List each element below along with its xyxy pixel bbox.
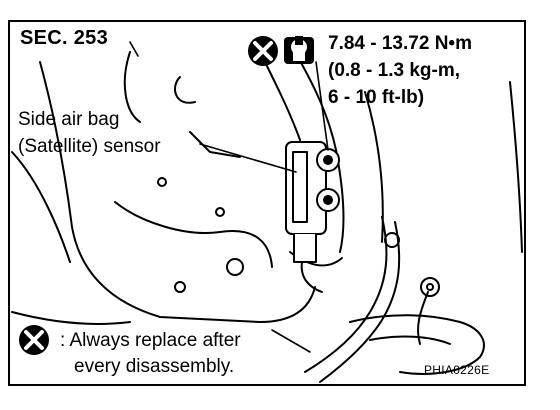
bracket-inner bbox=[369, 335, 451, 345]
leader-sensor bbox=[199, 143, 297, 173]
figure-code: PHIA0226E bbox=[424, 363, 490, 377]
right-trim-curve bbox=[364, 91, 384, 243]
section-reference: SEC. 253 bbox=[20, 27, 109, 49]
inner-panel-edge bbox=[11, 151, 71, 263]
legend-do-not-reuse-icon bbox=[19, 325, 49, 355]
panel-curve-left bbox=[123, 51, 141, 123]
ground-bolt bbox=[420, 277, 440, 297]
leader-note bbox=[271, 329, 311, 353]
leader-torque bbox=[315, 61, 329, 151]
harness-clip bbox=[384, 232, 400, 248]
sensor-connector bbox=[293, 233, 317, 263]
diagram-frame: SEC. 253 7.84 - 13.72 N•m (0.8 - 1.3 kg-… bbox=[8, 20, 526, 386]
panel-step bbox=[189, 131, 241, 158]
body-panel-outline bbox=[39, 61, 316, 323]
replacement-note-line1: : Always replace after bbox=[60, 330, 241, 351]
do-not-reuse-icon bbox=[248, 36, 278, 66]
sensor-callout-line1: Side air bag bbox=[18, 109, 120, 130]
panel-hook bbox=[174, 76, 196, 104]
torque-spec: 7.84 - 13.72 N•m (0.8 - 1.3 kg-m, 6 - 10… bbox=[328, 30, 472, 111]
right-trim-edge bbox=[509, 81, 523, 253]
lower-panel bbox=[114, 201, 273, 268]
sensor-callout-line2: (Satellite) sensor bbox=[18, 136, 161, 157]
ground-lead bbox=[417, 291, 429, 345]
panel-hole-4 bbox=[215, 207, 225, 217]
replacement-note-line2: every disassembly. bbox=[74, 356, 235, 377]
torque-spec-kgm: (0.8 - 1.3 kg-m, bbox=[328, 60, 460, 81]
harness-parallel bbox=[319, 221, 401, 383]
sensor-callout: Side air bag (Satellite) sensor bbox=[18, 106, 161, 160]
line-art bbox=[11, 36, 523, 383]
torque-spec-ftlb: 6 - 10 ft-lb) bbox=[328, 87, 425, 108]
panel-hole-2 bbox=[174, 281, 186, 293]
replacement-note: : Always replace after every disassembly… bbox=[60, 328, 241, 380]
panel-hole-1 bbox=[226, 258, 244, 276]
panel-hole-3 bbox=[157, 177, 167, 187]
sensor-wire bbox=[300, 261, 323, 293]
sensor-inner bbox=[292, 151, 308, 223]
harness-main bbox=[304, 216, 388, 373]
torque-spec-nm: 7.84 - 13.72 N•m bbox=[328, 33, 472, 54]
torque-wrench-icon bbox=[284, 36, 314, 64]
leader-sec bbox=[129, 41, 139, 57]
floor-edge bbox=[11, 311, 131, 325]
sensor-bolt-lower-hub bbox=[323, 195, 333, 205]
ground-bolt-center bbox=[426, 283, 434, 291]
bracket-outline bbox=[349, 314, 485, 375]
sensor-bolt-upper-hub bbox=[323, 155, 333, 165]
pillar-right-edge bbox=[287, 39, 345, 253]
